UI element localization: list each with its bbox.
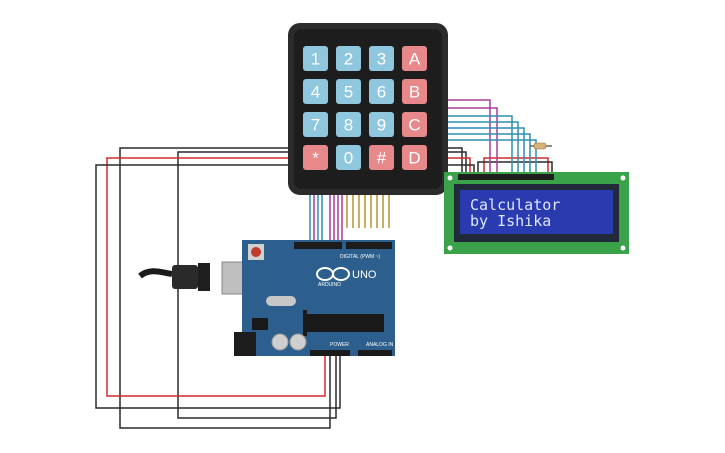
resistor [533, 142, 547, 150]
keypad-key-label: 1 [311, 50, 320, 69]
keypad-key-label: 6 [377, 83, 386, 102]
keypad-key-star[interactable]: * [303, 145, 328, 170]
capacitor-1 [271, 333, 289, 351]
keypad-key-label: 7 [311, 116, 320, 135]
power-label: POWER [330, 342, 349, 348]
keypad-key-0[interactable]: 0 [336, 145, 361, 170]
wires [95, 99, 553, 429]
keypad-pins [346, 195, 390, 228]
keypad-key-3[interactable]: 3 [369, 46, 394, 71]
lcd-line-2: by Ishika [470, 212, 551, 230]
wire-red-right [483, 157, 549, 172]
keypad-key-label: 9 [377, 116, 386, 135]
keypad-key-7[interactable]: 7 [303, 112, 328, 137]
keypad-key-1[interactable]: 1 [303, 46, 328, 71]
atmega-chip [306, 314, 384, 332]
wire-lcd-4 [446, 121, 519, 172]
wire-lcd-7 [446, 139, 537, 172]
keypad-key-label: 3 [377, 50, 386, 69]
wire-black-right [477, 161, 553, 172]
keypad-key-6[interactable]: 6 [369, 79, 394, 104]
wire-lcd-6 [446, 133, 531, 172]
digital-header-2 [346, 242, 392, 249]
keypad: 1 2 3 A 4 5 6 B 7 8 9 C * 0 # D [288, 23, 448, 228]
keypad-key-c[interactable]: C [402, 112, 427, 137]
usb-plug [172, 265, 198, 289]
keypad-key-label: D [408, 149, 420, 168]
board-model: UNO [352, 269, 377, 281]
wire-lcd-5 [446, 127, 525, 172]
capacitor-2 [289, 333, 307, 351]
keypad-key-label: A [409, 50, 421, 69]
lcd-screen [460, 190, 613, 234]
power-jack [234, 332, 256, 356]
board-brand: ARDUINO [318, 282, 341, 288]
analog-label: ANALOG IN [366, 342, 394, 348]
keypad-key-a[interactable]: A [402, 46, 427, 71]
wire-lcd-3 [446, 115, 513, 172]
keypad-key-label: 2 [344, 50, 353, 69]
crystal [266, 296, 296, 306]
wire-gnd-3 [95, 164, 475, 409]
power-header [310, 350, 350, 356]
keypad-key-label: 5 [344, 83, 353, 102]
keypad-key-label: C [408, 116, 420, 135]
keypad-key-label: 0 [344, 149, 353, 168]
keypad-key-label: # [377, 149, 387, 168]
digital-header-1 [294, 242, 342, 249]
keypad-key-4[interactable]: 4 [303, 79, 328, 104]
lcd-line-1: Calculator [470, 196, 560, 214]
digital-label: DIGITAL (PWM ~) [340, 254, 380, 260]
keypad-key-hash[interactable]: # [369, 145, 394, 170]
wire-lcd-2 [446, 107, 498, 172]
lcd-module: Calculator by Ishika [444, 172, 629, 254]
keypad-key-2[interactable]: 2 [336, 46, 361, 71]
keypad-key-label: 8 [344, 116, 353, 135]
keypad-key-8[interactable]: 8 [336, 112, 361, 137]
lcd-header-pins [458, 174, 554, 180]
wire-5v [106, 157, 471, 397]
keypad-key-label: B [409, 83, 420, 102]
reset-button [251, 247, 261, 257]
usb-cable [138, 268, 173, 279]
keypad-key-label: 4 [311, 83, 320, 102]
keypad-key-5[interactable]: 5 [336, 79, 361, 104]
analog-header [358, 350, 392, 356]
arduino-logo [316, 267, 350, 281]
keypad-key-label: * [312, 149, 319, 168]
wire-lcd-1 [446, 99, 491, 172]
keypad-key-d[interactable]: D [402, 145, 427, 170]
keypad-key-b[interactable]: B [402, 79, 427, 104]
arduino-uno: UNO ARDUINO DIGITAL (PWM ~) POWER ANALOG… [138, 240, 395, 356]
keypad-key-9[interactable]: 9 [369, 112, 394, 137]
